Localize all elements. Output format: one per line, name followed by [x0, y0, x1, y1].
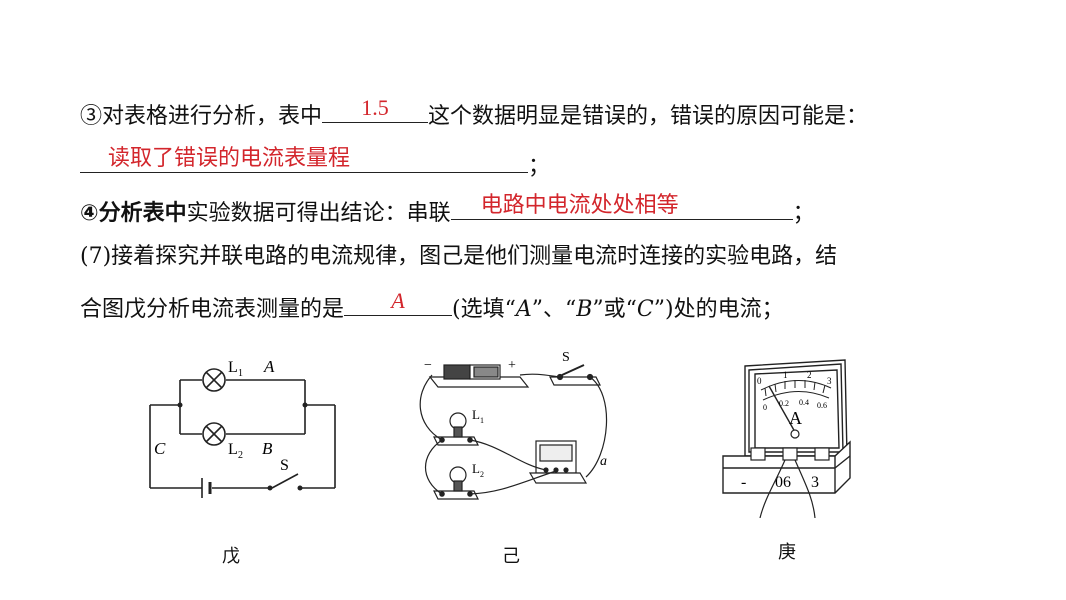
line1-prefix: ③对表格进行分析，表中: [80, 104, 323, 129]
scale-bottom-1: 0.2: [779, 399, 789, 408]
label-c: C: [154, 439, 166, 458]
caption-wu: 戊: [222, 546, 240, 567]
caption-geng: 庚: [778, 542, 796, 563]
answer-1: 1.5: [361, 95, 389, 120]
label-lamp-l2-sub: 2: [480, 470, 484, 479]
question-line-3: ③对表格进行分析，表中 1.5 这个数据明显是错误的，错误的原因可能是：: [80, 96, 868, 133]
option-a: A: [515, 297, 532, 322]
figure-wu-circuit: L 1 A L 2 B C S: [149, 357, 336, 498]
label-l2: L: [228, 441, 238, 458]
label-l1-sub: 1: [238, 368, 243, 379]
answer-4: A: [391, 288, 405, 313]
line3-bold-prefix: ④分析表中: [80, 201, 187, 226]
label-switch: S: [562, 350, 570, 365]
scale-top-1: 1: [783, 370, 788, 380]
answer-blank-2: 读取了错误的电流表量程: [80, 146, 528, 173]
label-lamp-l1: L: [472, 407, 480, 422]
label-l1: L: [228, 359, 238, 376]
answer-blank-4: A: [344, 288, 453, 316]
answer-blank-1: 1.5: [322, 95, 429, 123]
answer-3: 电路中电流处处相等: [480, 192, 679, 217]
line3-prefix: 实验数据可得出结论：串联: [186, 201, 451, 226]
label-s: S: [280, 457, 289, 474]
question-line-reason: 读取了错误的电流表量程 ；: [80, 146, 550, 183]
terminal-06: 06: [775, 474, 791, 491]
scale-top-3: 3: [827, 376, 832, 386]
scale-top-0: 0: [757, 376, 762, 386]
label-lamp-l1-sub: 1: [480, 416, 484, 425]
figure-geng-ammeter: 0 1 2 3 0 0.2 0.4 0.6 A - 06 3: [722, 359, 851, 518]
answer-2: 读取了错误的电流表量程: [108, 145, 351, 170]
choice-text-2: ”、“: [531, 297, 577, 322]
label-a: A: [263, 357, 275, 376]
label-wire-a: a: [600, 454, 607, 469]
line1-suffix: 这个数据明显是错误的，错误的原因可能是：: [428, 104, 869, 129]
label-l2-sub: 2: [238, 450, 243, 461]
terminal-3: 3: [811, 474, 819, 491]
option-c: C: [636, 297, 654, 322]
answer-blank-3: 电路中电流处处相等: [450, 192, 793, 220]
line3-suffix: ；: [792, 201, 815, 226]
label-plus: +: [508, 358, 516, 373]
question-line-7: (7)接着探究并联电路的电流规律，图己是他们测量电流时连接的实验电路，结: [80, 241, 837, 273]
line5-prefix: 合图戊分析电流表测量的是: [80, 297, 345, 322]
unit-label: A: [789, 408, 802, 428]
question-line-4: ④分析表中实验数据可得出结论：串联 电路中电流处处相等 ；: [80, 193, 815, 230]
option-b: B: [576, 297, 593, 322]
scale-top-2: 2: [807, 370, 812, 380]
choice-text-4: ”)处的电流；: [653, 297, 784, 322]
line4-text: (7)接着探究并联电路的电流规律，图己是他们测量电流时连接的实验电路，结: [80, 244, 838, 269]
figure-ji-apparatus: − + S L 1 L 2: [419, 350, 608, 500]
label-minus: −: [424, 358, 432, 373]
choice-text-1: (选填“: [452, 297, 516, 322]
choice-text-3: ”或“: [592, 297, 637, 322]
label-b: B: [262, 439, 273, 458]
line2-suffix: ；: [528, 154, 551, 179]
scale-bottom-2: 0.4: [799, 398, 809, 407]
terminal-minus: -: [741, 474, 746, 491]
scale-bottom-3: 0.6: [817, 401, 827, 410]
label-lamp-l2: L: [472, 461, 480, 476]
scale-bottom-0: 0: [763, 403, 767, 412]
caption-ji: 己: [502, 546, 520, 567]
